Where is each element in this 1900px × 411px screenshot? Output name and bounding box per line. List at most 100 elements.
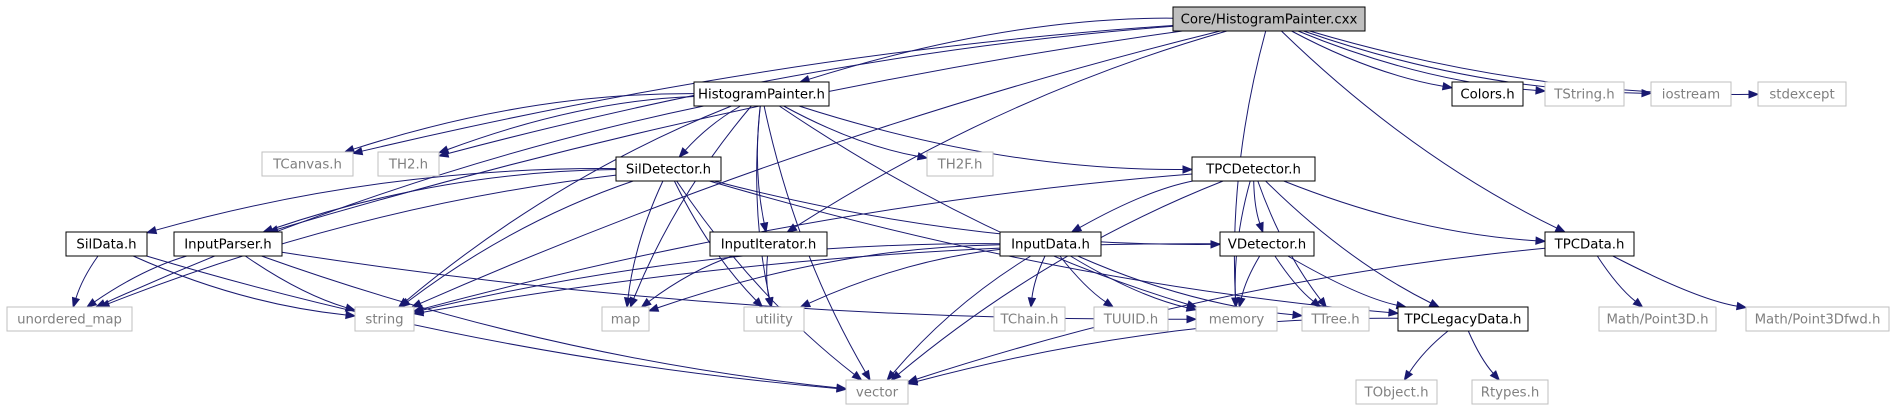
node-label: utility	[755, 313, 793, 328]
edge-line	[798, 105, 1184, 171]
edge-line	[1287, 255, 1398, 306]
edge-hp-to-umap	[94, 105, 704, 308]
edge-arrowhead	[640, 297, 652, 308]
node-tobject: TObject.h	[1355, 379, 1438, 405]
edge-line	[245, 255, 347, 309]
node-label: stdexcept	[1769, 88, 1834, 103]
edge-arrowhead	[261, 224, 274, 233]
edge-line	[1612, 255, 1738, 307]
node-umap: unordered_map	[6, 306, 133, 332]
node-th2: TH2.h	[377, 151, 440, 177]
edge-indata-to-utility	[799, 248, 1001, 308]
edge-tpcdet-to-vector	[890, 180, 1224, 381]
node-box	[1451, 81, 1524, 107]
edge-arrowhead	[1428, 299, 1441, 308]
node-label: TUUID.h	[1103, 313, 1158, 328]
node-initer[interactable]: InputIterator.h	[709, 231, 828, 257]
node-box	[65, 231, 148, 257]
edge-line	[808, 17, 1174, 80]
edge-inparser-to-umap	[85, 255, 187, 308]
node-box	[1471, 379, 1549, 405]
node-sil[interactable]: SilDetector.h	[615, 156, 722, 182]
node-label: VDetector.h	[1228, 238, 1306, 253]
edge-root-to-tpcdata	[1281, 30, 1567, 233]
node-label: Rtypes.h	[1481, 386, 1540, 401]
node-box	[1355, 379, 1438, 405]
edge-line	[277, 30, 1183, 230]
edge-line	[783, 105, 919, 157]
edge-arrowhead	[1185, 303, 1198, 312]
edge-arrowhead	[71, 296, 81, 309]
edge-arrowhead	[1735, 301, 1748, 311]
node-tchain: TChain.h	[993, 306, 1066, 332]
edge-arrowhead	[1255, 221, 1264, 234]
edge-line	[146, 255, 838, 389]
edge-line	[132, 255, 347, 316]
edge-arrowhead	[85, 298, 98, 308]
node-tpcdata[interactable]: TPCData.h	[1544, 231, 1635, 257]
edge-arrowhead	[764, 296, 774, 309]
edge-line	[75, 255, 99, 299]
edge-sil-to-vector	[676, 180, 863, 381]
edge-line	[155, 168, 617, 231]
node-box	[999, 231, 1102, 257]
edge-arrowhead	[647, 303, 660, 312]
edge-vdet-to-tpclegacy	[1287, 255, 1408, 310]
edge-line	[419, 30, 1221, 304]
node-utility: utility	[743, 306, 805, 332]
edge-arrowhead	[1535, 86, 1547, 95]
edge-hp-to-tcanvas	[343, 93, 695, 154]
edge-line	[422, 243, 1221, 313]
edge-hp-to-sil	[678, 105, 741, 159]
edge-arrowhead	[906, 377, 919, 386]
edge-line	[1240, 255, 1261, 299]
node-map: map	[601, 306, 650, 332]
edge-line	[447, 96, 695, 151]
node-box	[1544, 81, 1625, 107]
edge-arrowhead	[1403, 369, 1414, 382]
node-indata[interactable]: InputData.h	[999, 231, 1102, 257]
edge-arrowhead	[1027, 297, 1037, 309]
edge-line	[261, 255, 838, 389]
edge-arrowhead	[886, 370, 897, 382]
node-colors[interactable]: Colors.h	[1451, 81, 1524, 107]
node-th2f: TH2F.h	[926, 151, 994, 177]
node-label: TCanvas.h	[272, 158, 342, 173]
node-tpcdet[interactable]: TPCDetector.h	[1191, 156, 1316, 182]
edge-arrowhead	[623, 297, 633, 309]
node-label: Core/HistogramPainter.cxx	[1181, 13, 1358, 28]
edge-line	[422, 173, 1193, 310]
edge-arrowhead	[1231, 297, 1240, 309]
node-root[interactable]: Core/HistogramPainter.cxx	[1172, 6, 1366, 32]
edge-sildata-to-umap	[71, 255, 99, 309]
edge-indata-to-tchain	[1027, 255, 1046, 309]
node-vdet[interactable]: VDetector.h	[1219, 231, 1315, 257]
edge-arrowhead	[412, 307, 425, 317]
node-label: TTree.h	[1310, 313, 1359, 328]
edge-root-to-tcanvas	[351, 25, 1174, 156]
edge-line	[104, 105, 704, 304]
node-hp[interactable]: HistogramPainter.h	[693, 81, 830, 107]
edge-line	[407, 180, 634, 302]
node-sildata[interactable]: SilData.h	[65, 231, 148, 257]
node-label: TPCDetector.h	[1205, 163, 1301, 178]
node-box	[693, 81, 830, 107]
edge-line	[898, 180, 1224, 375]
node-inparser[interactable]: InputParser.h	[173, 231, 283, 257]
edge-tpclegacy-to-tobject	[1403, 330, 1449, 382]
edge-arrowhead	[1632, 297, 1644, 308]
edge-indata-to-map	[647, 244, 1001, 312]
node-tpclegacy[interactable]: TPCLegacyData.h	[1397, 306, 1529, 332]
node-label: Math/Point3Dfwd.h	[1755, 313, 1881, 328]
edge-indata-to-string	[412, 243, 1001, 314]
node-label: TObject.h	[1363, 386, 1428, 401]
node-label: TH2F.h	[937, 158, 983, 173]
edge-line	[648, 255, 733, 303]
node-box	[1219, 231, 1315, 257]
node-box	[6, 306, 133, 332]
edge-arrowhead	[1102, 298, 1115, 308]
edge-line	[657, 244, 1001, 309]
edge-hp-to-th2f	[783, 105, 929, 161]
edge-line	[794, 30, 1228, 228]
edge-indata-to-memory	[1070, 255, 1198, 312]
